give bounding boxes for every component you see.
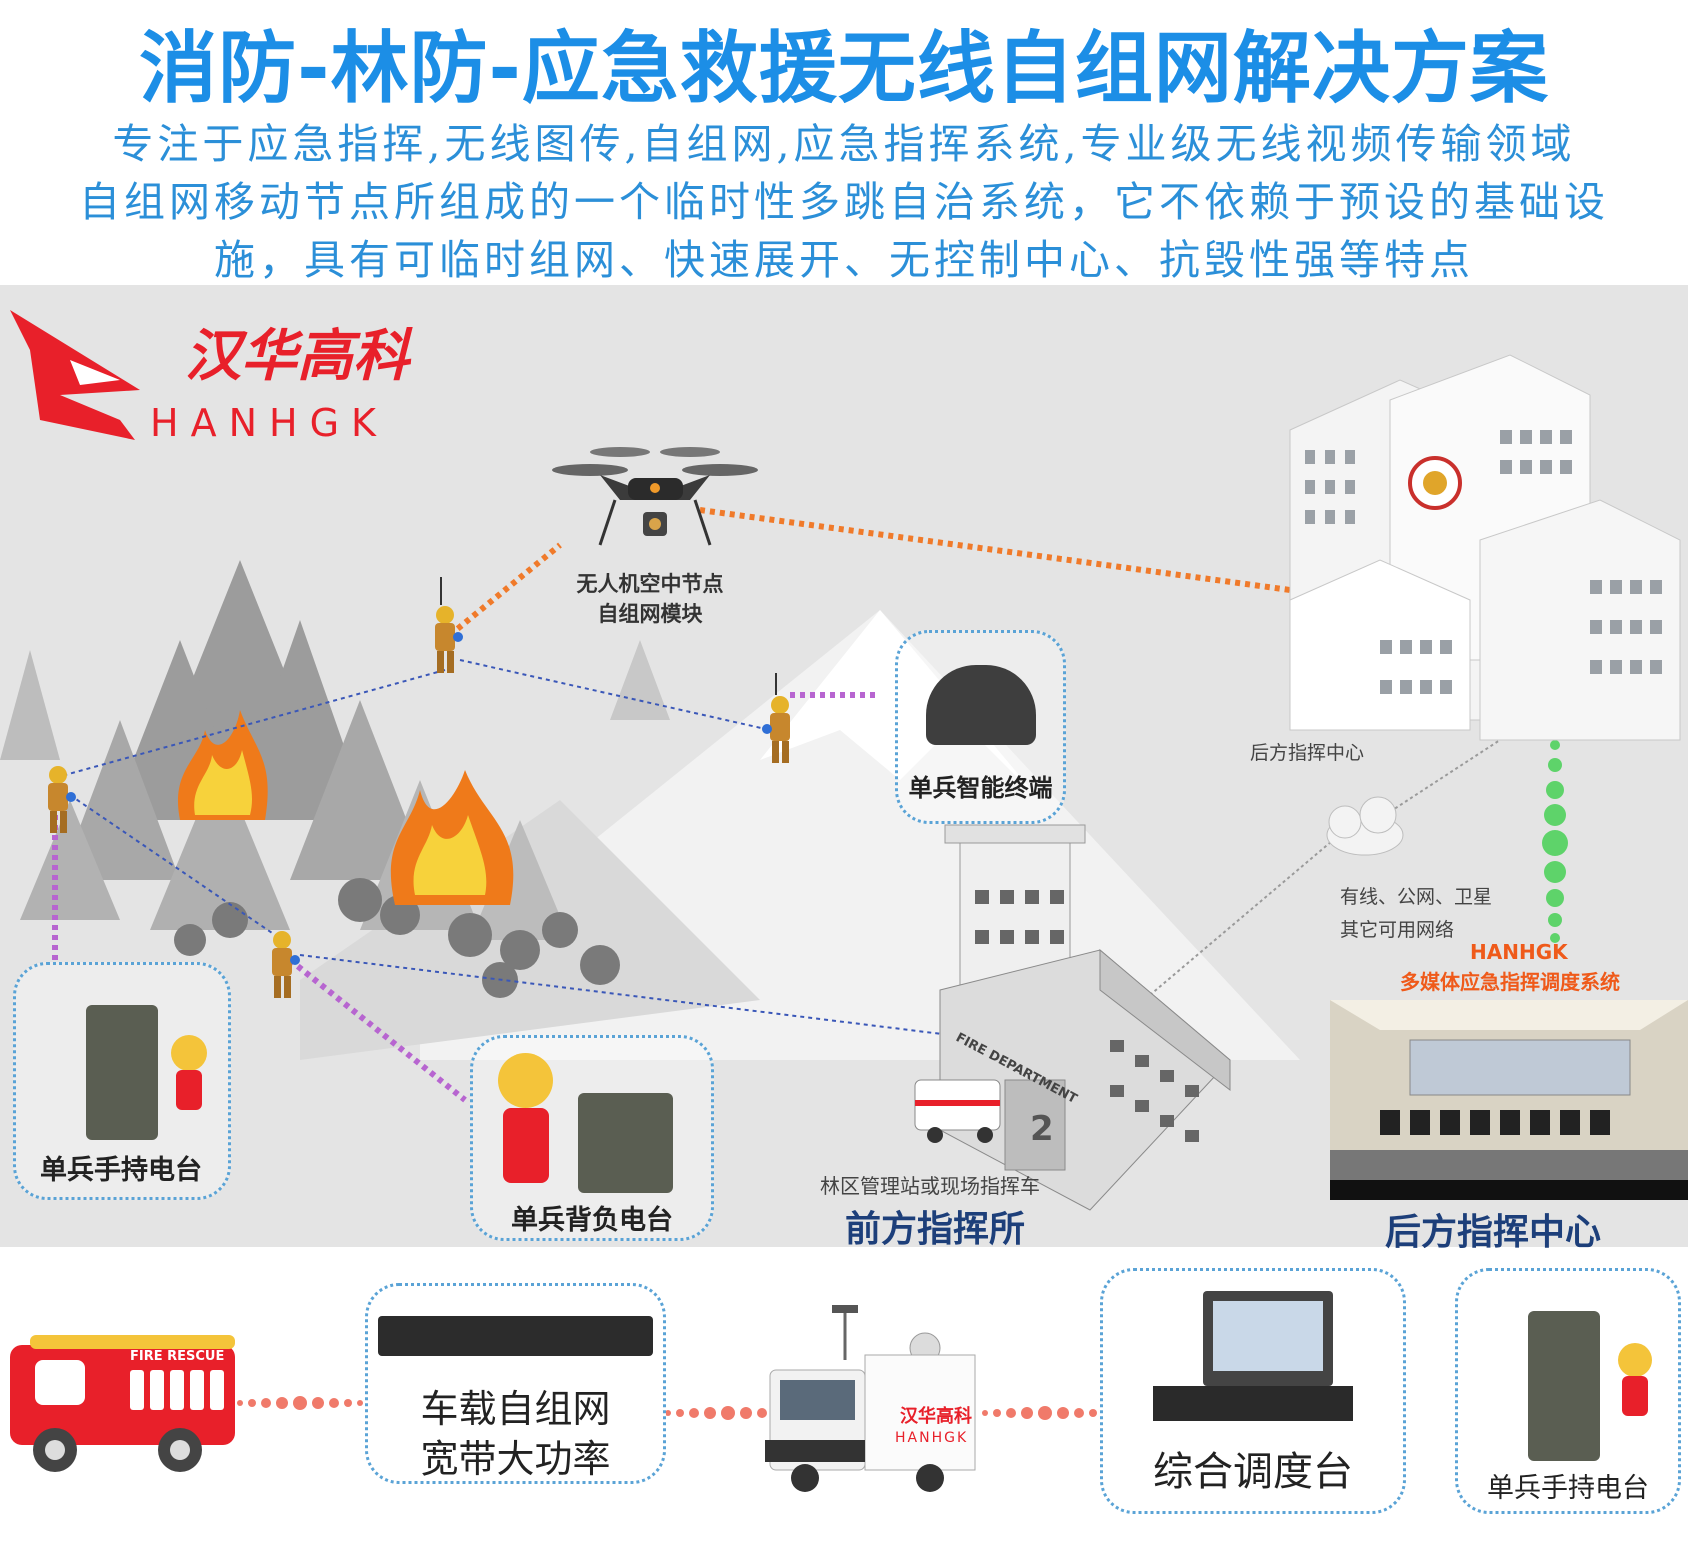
hanhgk-logo-icon [10, 310, 140, 440]
network-label-1: 有线、公网、卫星 [1340, 886, 1493, 908]
dispatch-console-box: 综合调度台 [1100, 1268, 1406, 1514]
control-room-icon [1330, 1000, 1688, 1200]
smart-terminal-box: 单兵智能终端 [895, 630, 1066, 824]
cloud-icon [1326, 796, 1404, 856]
vehicle-mesh-label-2: 宽带大功率 [420, 1437, 611, 1481]
drone-label-2: 自组网模块 [597, 602, 703, 626]
cartoon-firefighter-body [503, 1108, 549, 1183]
link-firefighter-drone [448, 542, 562, 638]
rack-radio-icon [378, 1316, 653, 1356]
logo-en-text: HANHGK [150, 401, 388, 445]
truck-logo-en: HANHGK [895, 1430, 968, 1446]
bottom-link-2 [665, 1406, 767, 1420]
link-green-chain [1542, 740, 1568, 943]
bottom-link-1 [237, 1396, 363, 1410]
bushes [174, 878, 620, 998]
link-backpack-radio [288, 957, 467, 1103]
dispatch-label: 综合调度台 [1153, 1449, 1353, 1495]
vehicle-mesh-label-1: 车载自组网 [420, 1387, 611, 1431]
subtitle-line-1: 专注于应急指挥,无线图传,自组网,应急指挥系统,专业级无线视频传输领域 [112, 120, 1576, 168]
firefighter-a [435, 577, 463, 673]
mountain-snow [760, 610, 1040, 800]
rear-center-big-label: 后方指挥中心 [1385, 1212, 1602, 1253]
network-label-2: 其它可用网络 [1340, 919, 1455, 941]
station-small-label: 林区管理站或现场指挥车 [820, 1174, 1040, 1198]
cartoon-firefighter-icon [498, 1053, 553, 1108]
fire-station-icon: 2 FIRE DEPARTMENT [939, 824, 1231, 1211]
cartoon-firefighter-icon [1618, 1343, 1652, 1377]
command-vehicle-icon: 汉华高科 HANHGK [765, 1305, 976, 1492]
link-drone-rear-center [699, 507, 1291, 593]
bottom-link-3 [982, 1406, 1097, 1420]
handheld-radio-label: 单兵手持电台 [40, 1155, 202, 1186]
link-firefighter-a-b [459, 659, 771, 731]
truck-logo-cn: 汉华高科 [900, 1405, 972, 1427]
system-label-1: HANHGK [1470, 940, 1568, 964]
backpack-radio-box: 单兵背负电台 [470, 1035, 714, 1241]
link-firefighter-a-c [64, 669, 446, 776]
backpack-radio-label: 单兵背负电台 [511, 1205, 673, 1236]
front-command-label: 前方指挥所 [845, 1209, 1026, 1250]
logo-en: HANHGK [150, 401, 388, 445]
fire-2 [390, 770, 514, 905]
backpack-radio-icon [578, 1093, 673, 1193]
subtitle-line-3: 施，具有可临时组网、快速展开、无控制中心、抗毁性强等特点 [214, 236, 1474, 284]
svg-text:2: 2 [1030, 1109, 1054, 1149]
firefighter-c [48, 766, 76, 833]
ambulance-icon [914, 1079, 1001, 1143]
drone-icon [552, 447, 758, 546]
bottom-handheld-label: 单兵手持电台 [1487, 1473, 1649, 1504]
drone-label-1: 无人机空中节点 [576, 572, 724, 596]
cartoon-firefighter-icon [171, 1035, 207, 1071]
handheld-radio-icon [1528, 1311, 1600, 1461]
handheld-radio-box: 单兵手持电台 [13, 962, 231, 1200]
firefighter-b [762, 673, 790, 763]
logo-cn-text: 汉华高科 [185, 324, 413, 389]
link-cloud-rear [1384, 739, 1501, 816]
rear-center-small-label: 后方指挥中心 [1250, 742, 1365, 764]
system-label-2: 多媒体应急指挥调度系统 [1400, 970, 1620, 994]
rear-command-building-icon [1289, 354, 1681, 741]
cartoon-firefighter-body [176, 1070, 202, 1110]
fire-truck-icon: FIRE RESCUE [10, 1335, 235, 1472]
page-title: 消防-林防-应急救援无线自组网解决方案 [139, 24, 1549, 114]
firefighter-d [272, 931, 300, 998]
smart-terminal-label: 单兵智能终端 [908, 774, 1053, 802]
dispatch-keyboard [1153, 1386, 1353, 1421]
subtitle-line-2: 自组网移动节点所组成的一个临时性多跳自治系统，它不依赖于预设的基础设 [79, 178, 1609, 226]
link-firefighter-c-d [69, 794, 276, 936]
link-firefighter-station [299, 954, 951, 1036]
link-station-cloud [1149, 829, 1346, 996]
handheld-radio-icon [86, 1005, 158, 1140]
dispatch-screen [1213, 1301, 1323, 1371]
fire-1 [177, 710, 268, 820]
smart-helmet-icon [926, 665, 1036, 745]
vehicle-mesh-box: 车载自组网 宽带大功率 [365, 1283, 666, 1484]
fire-truck-label: FIRE RESCUE [130, 1349, 224, 1364]
bottom-handheld-box: 单兵手持电台 [1455, 1268, 1681, 1514]
cartoon-firefighter-body [1622, 1376, 1648, 1416]
logo-cn: 汉华高科 [185, 324, 413, 389]
